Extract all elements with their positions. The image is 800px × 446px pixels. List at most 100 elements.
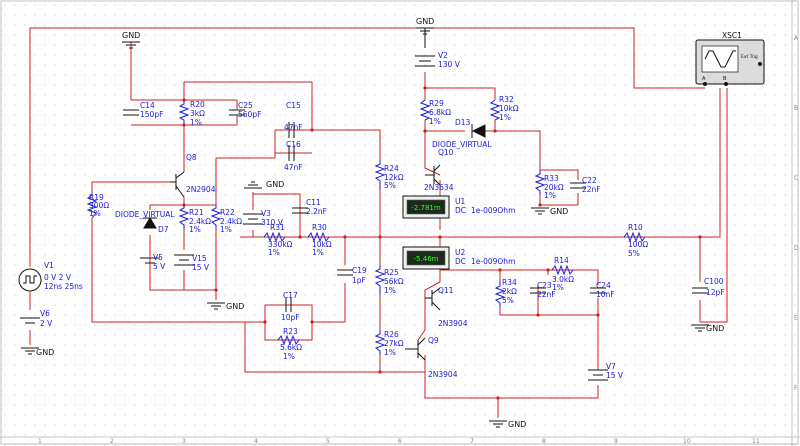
v1-source[interactable] — [18, 268, 42, 292]
v2-name: V2 — [438, 51, 448, 60]
r33-resistor[interactable] — [534, 170, 546, 195]
gnd-bottom-label: GND — [508, 420, 526, 429]
d13-model: DIODE_VIRTUAL — [432, 140, 492, 149]
u2-reading: -5.46m — [414, 255, 439, 263]
ruler-row-a: A — [794, 35, 799, 42]
r23-resistor[interactable] — [277, 334, 300, 346]
q8-name: Q8 — [186, 153, 197, 162]
r34-name: R34 — [502, 278, 517, 287]
c19-capacitor[interactable] — [337, 269, 353, 276]
r19-tol: 1% — [89, 209, 101, 218]
r21-resistor[interactable] — [178, 205, 190, 230]
r10-value: 100Ω — [628, 240, 648, 249]
ruler-col-5: 5 — [326, 438, 330, 445]
r14-name: R14 — [554, 256, 569, 265]
r10-resistor[interactable] — [623, 231, 646, 243]
r31-tol: 1% — [268, 248, 280, 257]
c11-capacitor[interactable] — [292, 207, 308, 214]
u2-resistance: 1e-009Ohm — [471, 257, 515, 266]
xsc1-oscilloscope[interactable] — [695, 39, 765, 86]
r19-value: 300Ω — [89, 201, 109, 210]
q9-name: Q9 — [428, 336, 439, 345]
c23-capacitor[interactable] — [530, 287, 546, 294]
gnd-r22 — [207, 302, 225, 310]
ruler-row-b: B — [794, 105, 798, 112]
ruler-col-7: 7 — [470, 438, 474, 445]
r29-resistor[interactable] — [419, 99, 431, 121]
u1-ammeter[interactable] — [402, 195, 450, 219]
u2-mode: DC — [455, 257, 466, 266]
gnd-v6-label: GND — [36, 348, 54, 357]
u2-ammeter[interactable] — [402, 246, 450, 270]
ruler-col-8: 8 — [542, 438, 546, 445]
v2-battery[interactable] — [415, 55, 435, 67]
r30-value: 10kΩ — [312, 240, 332, 249]
v15-name: V15 — [192, 254, 207, 263]
q11-transistor[interactable] — [425, 287, 441, 311]
c16-capacitor[interactable] — [288, 145, 295, 161]
r30-resistor[interactable] — [307, 231, 330, 243]
c24-capacitor[interactable] — [590, 287, 606, 294]
q9-model: 2N3904 — [428, 370, 458, 379]
u2-name: U2 — [455, 248, 465, 257]
r20-tol: 1% — [190, 118, 202, 127]
c16-value: 47nF — [284, 163, 303, 172]
r32-resistor[interactable] — [489, 99, 501, 121]
q8-transistor[interactable] — [170, 171, 185, 198]
q10-transistor[interactable] — [425, 164, 441, 186]
r25-resistor[interactable] — [374, 265, 386, 295]
q9-transistor[interactable] — [405, 337, 426, 361]
r26-tol: 1% — [384, 348, 396, 357]
q8-model: 2N2904 — [186, 185, 216, 194]
q11-model: 2N3904 — [438, 319, 468, 328]
v5-value: 5 V — [153, 262, 166, 271]
ground-symbols — [21, 27, 709, 428]
c17-name: C17 — [283, 291, 298, 300]
v6-battery[interactable] — [20, 317, 40, 324]
c11-name: C11 — [306, 198, 321, 207]
c23-name: C23 — [537, 281, 552, 290]
xsc1-ch-b: B — [723, 76, 727, 82]
v7-value: 15 V — [606, 371, 624, 380]
r34-value: 2kΩ — [502, 287, 517, 296]
v15-battery[interactable] — [174, 254, 194, 266]
c25-name: C25 — [238, 101, 253, 110]
c22-value: 22nF — [582, 185, 601, 194]
ruler-col-11: 11 — [752, 438, 760, 445]
c14-capacitor[interactable] — [123, 109, 139, 116]
v1-name: V1 — [44, 261, 54, 270]
gnd-v6 — [21, 347, 39, 355]
v7-battery[interactable] — [588, 369, 608, 381]
r20-value: 3kΩ — [190, 109, 205, 118]
gnd-bottom — [489, 420, 507, 428]
ruler-col-1: 1 — [38, 438, 42, 445]
u1-name: U1 — [455, 197, 465, 206]
d7-diode[interactable] — [143, 217, 157, 229]
r25-name: R25 — [384, 268, 399, 277]
r21-name: R21 — [189, 208, 204, 217]
r26-name: R26 — [384, 330, 399, 339]
c17-capacitor[interactable] — [285, 298, 292, 312]
r25-value: 56kΩ — [384, 277, 404, 286]
r26-resistor[interactable] — [374, 330, 386, 355]
r24-name: R24 — [384, 164, 399, 173]
r31-resistor[interactable] — [263, 231, 286, 243]
c24-name: C24 — [596, 281, 611, 290]
r24-resistor[interactable] — [374, 160, 386, 190]
c22-capacitor[interactable] — [570, 182, 586, 189]
junction-dots — [182, 86, 702, 400]
c100-capacitor[interactable] — [692, 287, 708, 294]
r32-value: 10kΩ — [499, 104, 519, 113]
d13-diode[interactable] — [471, 124, 486, 138]
r34-resistor[interactable] — [494, 282, 506, 307]
r22-resistor[interactable] — [210, 205, 222, 230]
r20-resistor[interactable] — [178, 100, 190, 125]
v3-battery[interactable] — [243, 213, 263, 225]
c11-value: 2.2nF — [306, 207, 327, 216]
c24-value: 10nF — [596, 290, 615, 299]
r14-resistor[interactable] — [551, 264, 574, 276]
r29-name: R29 — [429, 99, 444, 108]
r19-resistor[interactable] — [86, 194, 98, 219]
r32-tol: 1% — [499, 113, 511, 122]
